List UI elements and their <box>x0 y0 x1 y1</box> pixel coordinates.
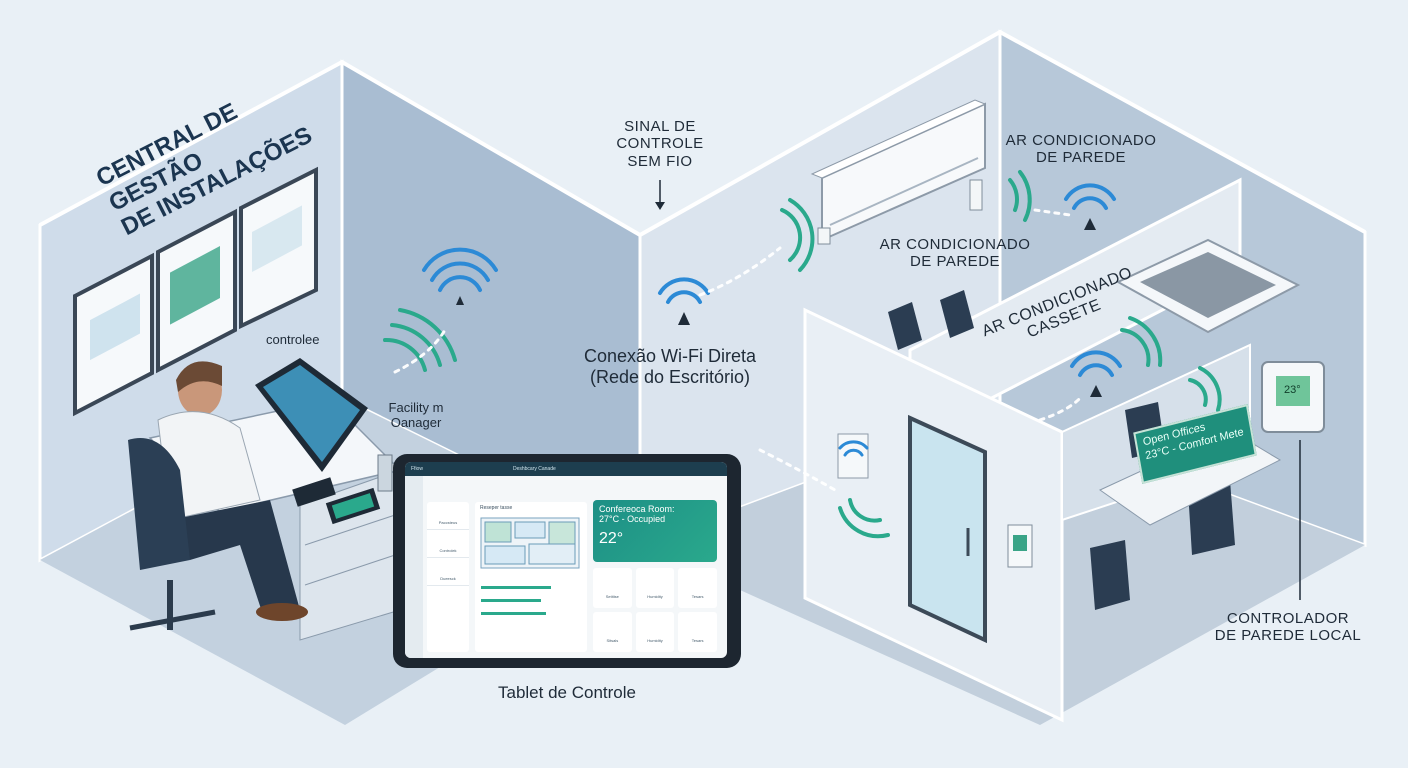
wifi-icon-switch <box>838 440 869 457</box>
wireless-signal-label-line1: SINAL DE <box>624 118 696 135</box>
wireless-signal-label-line2: CONTROLE <box>616 135 704 153</box>
tablet-card-6[interactable]: Tesars <box>678 612 717 652</box>
wireless-signal-label-line3: SEM FIO <box>627 152 693 170</box>
wifi-connection-label: Conexão Wi-Fi Direta (Rede do Escritório… <box>560 346 780 387</box>
floor-plan-icon <box>480 517 580 569</box>
tablet-card-2[interactable]: Humidity <box>635 568 675 608</box>
glass-door <box>908 414 987 644</box>
wall-ac-label-mid: AR CONDICIONADO DE PAREDE <box>870 236 1040 271</box>
wall-ac-label-top-line2: DE PAREDE <box>1035 149 1127 167</box>
tablet-slider-2[interactable] <box>481 599 541 602</box>
tablet-card-3[interactable]: Tesars <box>678 568 717 608</box>
tablet-card-1[interactable]: Setitise <box>593 568 632 608</box>
tablet-dashboard-title: Deshbcary Canade <box>512 466 556 472</box>
wifi-icon-left <box>422 247 498 292</box>
control-tablet-screen: Ffiow Deshbcary Canade Paccsteus Control… <box>405 462 727 658</box>
cassette-ac-unit <box>1115 238 1301 334</box>
wall-ac-label-mid-line1: AR CONDICIONADO <box>879 236 1031 253</box>
control-tablet-caption: Tablet de Controle <box>498 683 636 702</box>
local-controller-label: CONTROLADOR DE PAREDE LOCAL <box>1208 610 1368 645</box>
wifi-connection-label-line1: Conexão Wi-Fi Direta <box>583 346 757 366</box>
tablet-top-bar: Ffiow Deshbcary Canade <box>405 462 727 476</box>
controlee-label: controlee <box>266 332 320 347</box>
wireless-signals <box>383 170 1222 539</box>
tablet-nav-item-2[interactable]: Controlek <box>427 530 469 558</box>
tablet-floor-map: Reseper tasse <box>475 502 587 652</box>
handheld-tablet <box>255 358 381 525</box>
wifi-connection-label-line2: (Rede do Escritório) <box>589 366 751 387</box>
wifi-arcs-switch <box>838 498 890 539</box>
wifi-arcs-tablet <box>383 308 457 372</box>
wall-ac-unit <box>810 99 987 245</box>
conference-room-card[interactable]: Confereoca Room: 27°C - Occupied 22° <box>593 500 717 562</box>
local-controller-label-line2: DE PAREDE LOCAL <box>1214 627 1362 645</box>
tablet-nav-item-3[interactable]: Dueesck <box>427 558 469 586</box>
wall-monitor-panels <box>73 166 318 417</box>
facility-manager-figure <box>128 361 308 631</box>
tablet-nav-item-1[interactable]: Paccsteus <box>427 502 469 530</box>
tablet-card-4[interactable]: Sitsals <box>593 612 632 652</box>
wireless-signal-label: SINAL DE CONTROLE SEM FIO <box>600 118 720 170</box>
thermostat-display: 23° <box>1284 384 1301 396</box>
wall-ac-label-top: AR CONDICIONADO DE PAREDE <box>996 132 1166 167</box>
tablet-slider-1[interactable] <box>481 586 551 589</box>
tablet-map-title: Reseper tasse <box>480 505 513 511</box>
facility-manager-label-line2: Oanager <box>390 414 442 430</box>
tablet-control-cards: Setitise Humidity Tesars Sitsals Humidit… <box>593 568 717 652</box>
tablet-nav-panel: Paccsteus Controlek Dueesck <box>427 502 469 652</box>
conference-room-temp: 22° <box>599 530 624 547</box>
wifi-arcs-ac-wall <box>780 170 1032 272</box>
wifi-arcs-cassette <box>1120 316 1222 412</box>
facility-manager-label-line1: Facility m <box>388 400 444 415</box>
tablet-slider-group <box>475 586 587 615</box>
conference-room-line1: Confereoca Room: <box>599 504 675 514</box>
tablet-slider-3[interactable] <box>481 612 546 615</box>
tablet-card-5[interactable]: Humidity <box>635 612 675 652</box>
local-controller-label-line1: CONTROLADOR <box>1226 610 1350 627</box>
conference-room-line2: 27°C - Occupied <box>599 514 666 524</box>
tablet-sidebar <box>405 476 423 658</box>
wall-ac-label-mid-line2: DE PAREDE <box>909 253 1001 271</box>
wifi-icon-center <box>658 277 710 304</box>
tablet-app-name: Ffiow <box>411 466 423 472</box>
facility-manager-label: Facility m Oanager <box>376 400 456 431</box>
wifi-icon-open-office <box>1070 350 1122 377</box>
wifi-icon-right-top <box>1064 183 1116 210</box>
wall-ac-label-top-line1: AR CONDICIONADO <box>1005 132 1157 149</box>
